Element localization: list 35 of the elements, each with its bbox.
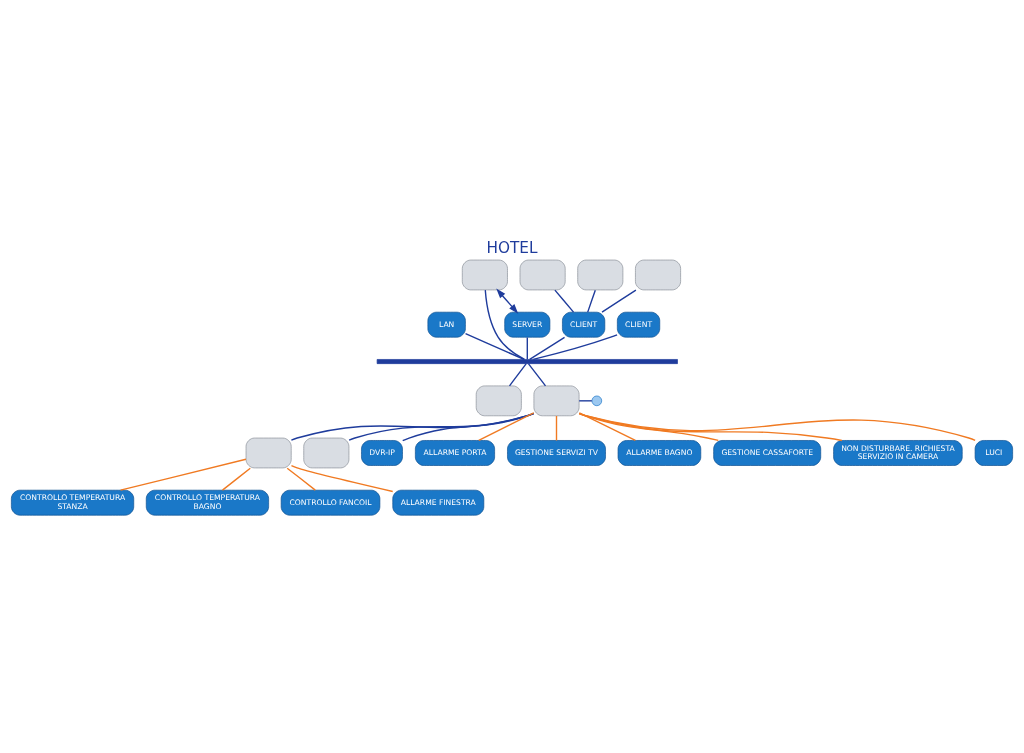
connector <box>221 467 251 491</box>
node-box <box>577 259 624 291</box>
connector <box>578 400 593 402</box>
node-box <box>635 259 681 291</box>
connector <box>290 464 394 493</box>
connector <box>578 412 843 442</box>
node-box <box>533 385 580 417</box>
node-box <box>475 385 522 417</box>
node-bar <box>376 359 678 364</box>
arrow <box>496 288 519 314</box>
connector <box>508 363 527 387</box>
node-box <box>303 437 350 469</box>
node-box <box>245 437 292 469</box>
connector <box>527 363 547 387</box>
node-box <box>519 259 566 291</box>
connector <box>554 289 575 313</box>
connector <box>290 412 535 441</box>
connector <box>478 412 535 442</box>
connector <box>464 333 525 361</box>
connector <box>532 334 618 361</box>
connector <box>119 458 247 491</box>
connector <box>286 467 316 491</box>
connector <box>587 289 596 313</box>
connector <box>578 412 719 442</box>
diagram-title: HOTEL <box>486 238 538 257</box>
connector <box>578 412 976 442</box>
connector <box>402 412 535 442</box>
connector <box>484 289 526 361</box>
connector <box>555 415 558 442</box>
connector <box>578 412 637 442</box>
connector <box>529 336 566 361</box>
connector <box>526 336 528 361</box>
connector <box>601 289 637 313</box>
connector <box>348 412 535 441</box>
node-box <box>461 259 508 291</box>
